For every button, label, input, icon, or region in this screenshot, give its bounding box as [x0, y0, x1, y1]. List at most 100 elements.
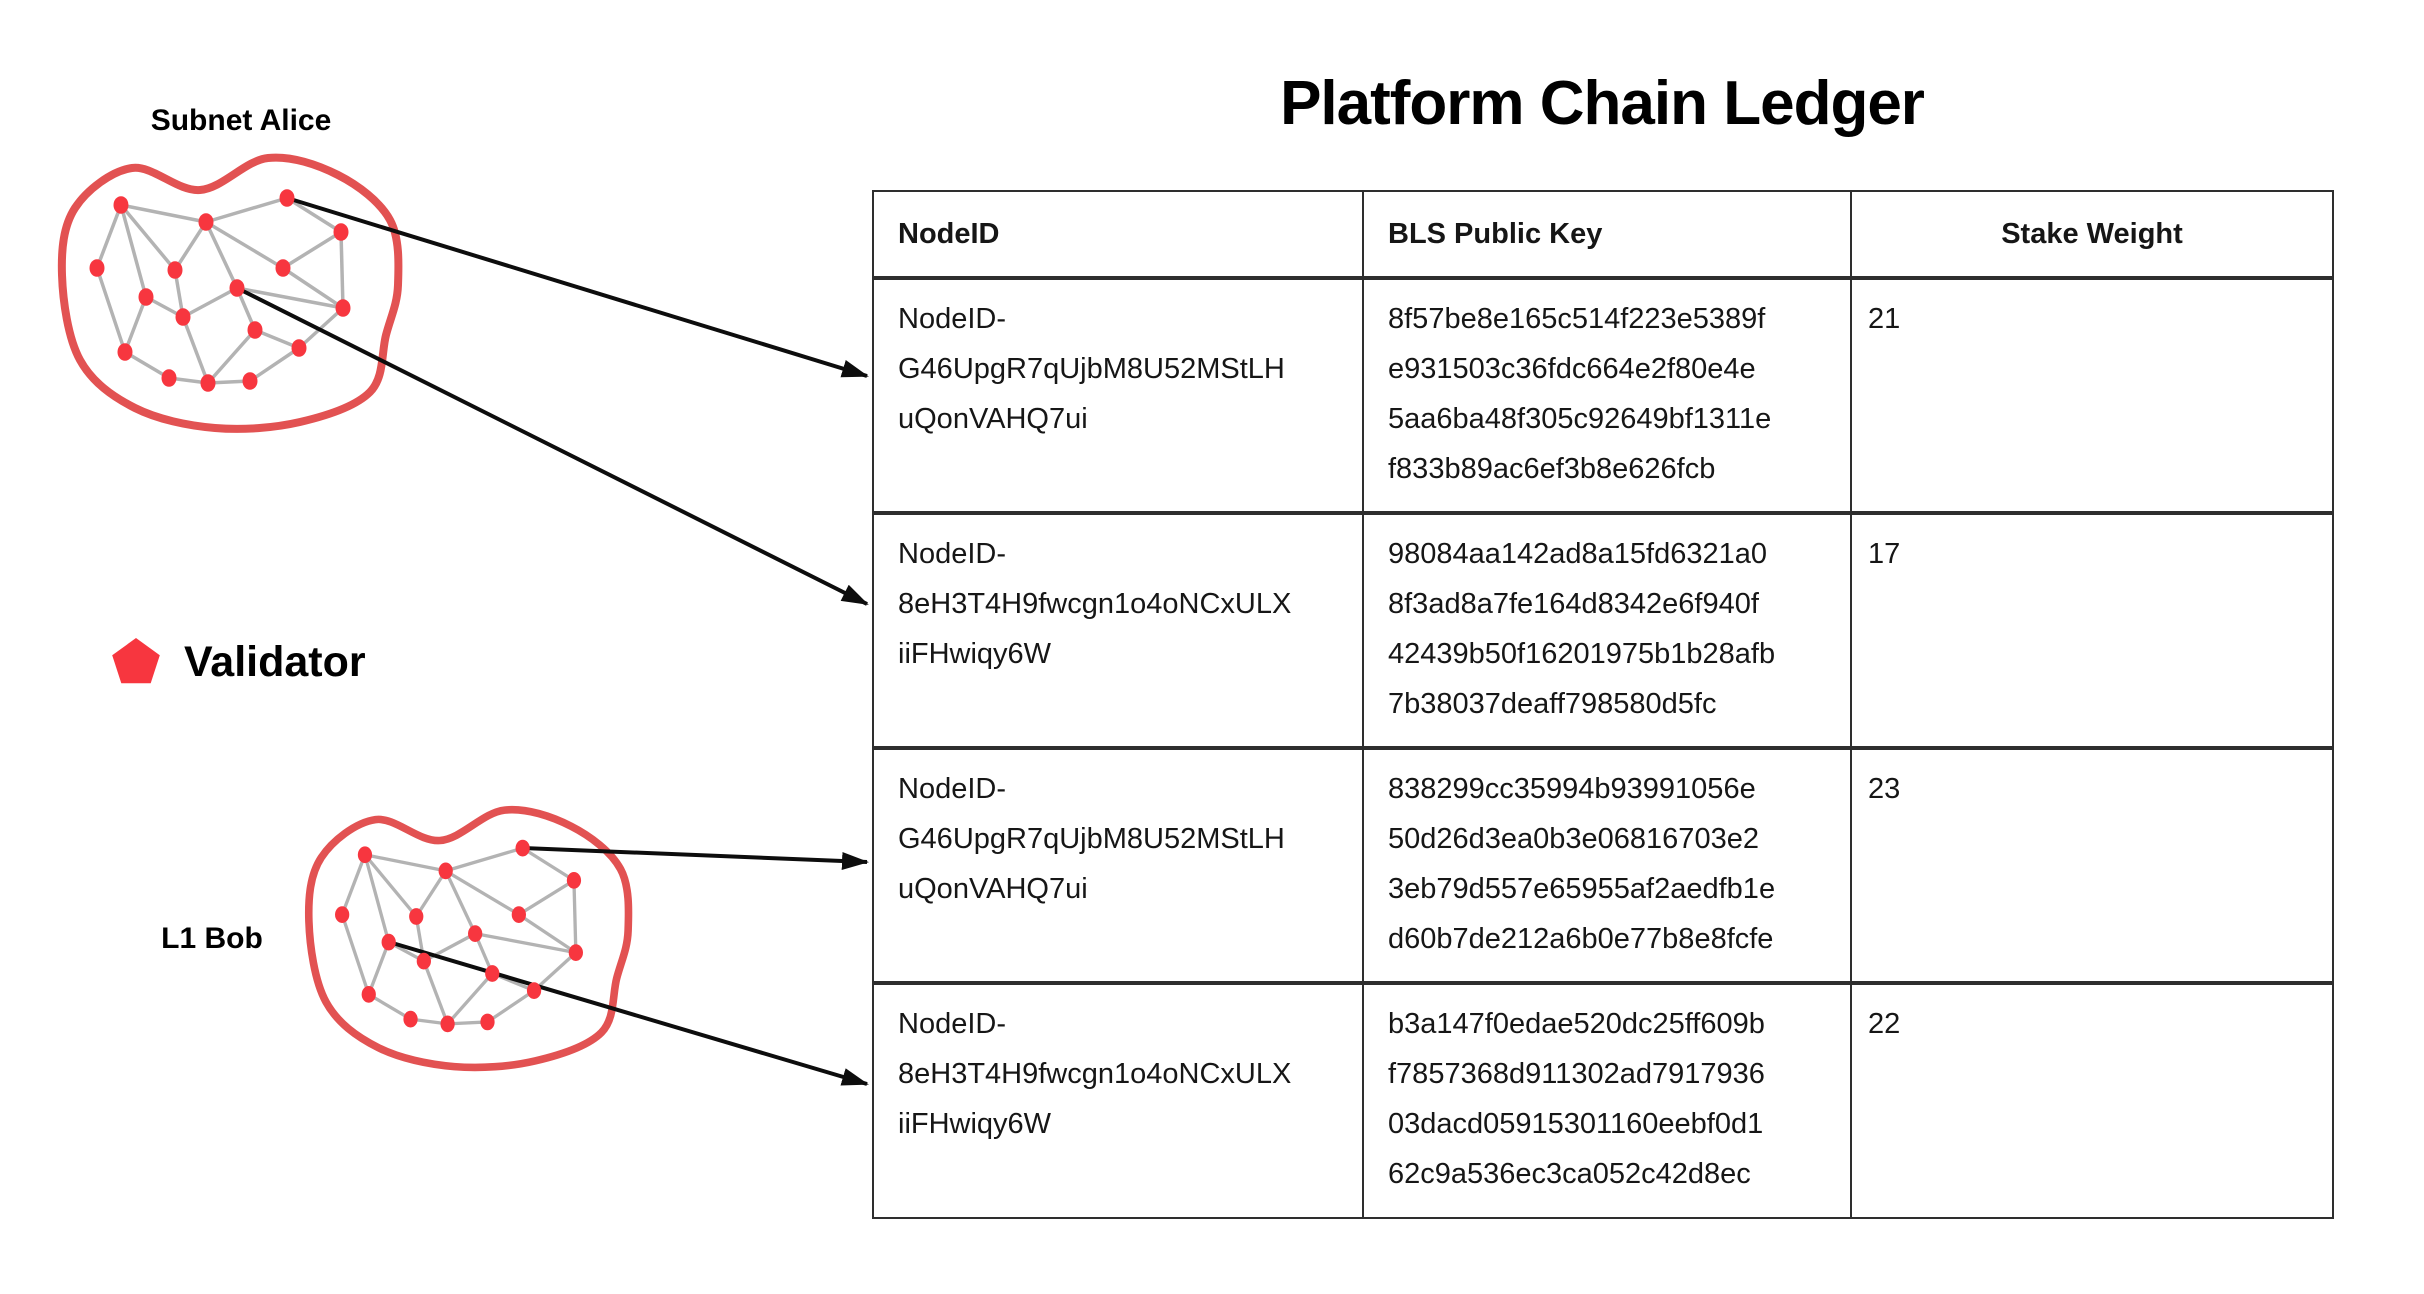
network-edge — [387, 940, 425, 963]
validator-node — [113, 196, 129, 214]
validator-node — [361, 986, 376, 1003]
network-edge — [517, 878, 575, 917]
network-edge — [474, 931, 577, 955]
l1-bob-label: L1 Bob — [161, 922, 263, 955]
validator-node — [381, 933, 396, 951]
col-header-nodeid: NodeID — [872, 190, 1364, 280]
validator-node — [229, 279, 245, 297]
page-title: Platform Chain Ledger — [1280, 69, 1925, 138]
bls-public-key-cell: 838299cc35994b93991056e 50d26d3ea0b3e068… — [1362, 746, 1852, 984]
network-edge — [119, 204, 148, 298]
network-edge — [363, 853, 418, 918]
network-edge — [297, 306, 345, 350]
validator-node — [335, 299, 351, 317]
nodeid-cell: NodeID- G46UpgR7qUjbM8U52MStLH uQonVAHQ7… — [872, 276, 1364, 514]
network-edge — [182, 286, 238, 319]
network-edge — [367, 992, 412, 1021]
stake-weight-cell: 21 — [1850, 276, 2334, 514]
network-edge — [120, 203, 207, 224]
network-edge — [235, 287, 257, 331]
network-edge — [363, 854, 391, 943]
validator-node — [403, 1010, 418, 1028]
network-edge — [145, 295, 184, 319]
header-row: NodeID BLS Public Key Stake Weight — [872, 190, 2334, 280]
validator-node — [161, 369, 177, 387]
network-edge — [207, 379, 251, 385]
bls-public-key-cell: 98084aa142ad8a15fd6321a0 8f3ad8a7fe164d8… — [1362, 511, 1852, 749]
nodeid-cell: NodeID- 8eH3T4H9fwcgn1o4oNCxULX iiFHwiqy… — [872, 981, 1364, 1219]
network-edge — [181, 316, 210, 384]
table-row: NodeID- G46UpgR7qUjbM8U52MStLH uQonVAHQ7… — [872, 746, 2334, 984]
network-edge — [364, 853, 447, 873]
subnet-alice-group — [57, 153, 403, 433]
bls-public-key-cell: b3a147f0edae520dc25ff609b f7857368d91130… — [1362, 981, 1852, 1219]
network-edge — [339, 231, 345, 309]
network-edge — [236, 286, 344, 310]
validator-node — [416, 952, 431, 970]
l1-bob-group — [304, 805, 633, 1072]
network-edge — [447, 1020, 488, 1026]
validator-node — [526, 982, 542, 999]
mapping-arrow — [522, 846, 869, 870]
network-edge — [205, 220, 284, 270]
stake-weight-cell: 17 — [1850, 511, 2334, 749]
validator-node — [200, 374, 216, 392]
validator-node — [468, 925, 483, 942]
validator-node — [198, 213, 214, 231]
validator-node — [138, 288, 154, 306]
col-header-stake-weight: Stake Weight — [1850, 190, 2334, 280]
network-edge — [124, 350, 170, 380]
validator-node — [568, 944, 583, 961]
validator-pentagon-icon — [112, 638, 160, 684]
ledger-table: NodeID BLS Public Key Stake Weight NodeI… — [872, 190, 2334, 1219]
subnet-alice-label: Subnet Alice — [150, 104, 332, 137]
subnet-alice-blob-outline — [57, 153, 403, 433]
network-edge — [423, 932, 476, 963]
validator-node — [409, 908, 424, 925]
l1-bob-blob-outline — [304, 805, 633, 1072]
table-row: NodeID- G46UpgR7qUjbM8U52MStLH uQonVAHQ7… — [872, 276, 2334, 514]
network-edge — [486, 989, 535, 1024]
validator-node — [511, 906, 526, 923]
network-edge — [206, 328, 257, 385]
network-edge — [532, 951, 577, 992]
validator-node — [275, 259, 291, 277]
network-edge — [95, 267, 127, 353]
validator-legend-label: Validator — [184, 637, 366, 686]
validator-node — [357, 846, 373, 864]
validator-node — [175, 308, 191, 326]
network-edge — [205, 196, 288, 224]
network-edge — [572, 880, 578, 953]
nodeid-cell: NodeID- G46UpgR7qUjbM8U52MStLH uQonVAHQ7… — [872, 746, 1364, 984]
table-row: NodeID- 8eH3T4H9fwcgn1o4oNCxULX iiFHwiqy… — [872, 981, 2334, 1219]
validator-node — [485, 965, 500, 982]
validator-node — [333, 223, 349, 241]
network-edge — [282, 266, 344, 310]
network-edge — [414, 869, 448, 918]
validator-node — [279, 189, 295, 207]
nodeid-cell: NodeID- 8eH3T4H9fwcgn1o4oNCxULX iiFHwiqy… — [872, 511, 1364, 749]
validator-node — [117, 343, 133, 361]
network-edge — [521, 846, 575, 882]
network-edge — [173, 269, 185, 318]
table-row: NodeID- 8eH3T4H9fwcgn1o4oNCxULX iiFHwiqy… — [872, 511, 2334, 749]
network-edge — [491, 971, 535, 993]
validator-legend: Validator — [110, 636, 366, 688]
network-edge — [422, 960, 450, 1025]
network-edge — [340, 914, 371, 995]
network-edge — [282, 230, 342, 270]
col-header-bls-public-key: BLS Public Key — [1362, 190, 1852, 280]
l1-bob-nodes-group — [335, 839, 583, 1033]
stake-weight-cell: 22 — [1850, 981, 2334, 1219]
validator-node — [167, 261, 183, 279]
validator-node — [438, 862, 453, 880]
network-edge — [444, 870, 477, 935]
validator-node — [480, 1013, 495, 1031]
network-edge — [168, 376, 209, 385]
network-edge — [410, 1017, 448, 1026]
network-edge — [249, 346, 300, 383]
validator-node — [440, 1015, 455, 1033]
validator-node — [515, 839, 530, 857]
mapping-arrow — [388, 940, 869, 1086]
network-edge — [446, 972, 494, 1025]
